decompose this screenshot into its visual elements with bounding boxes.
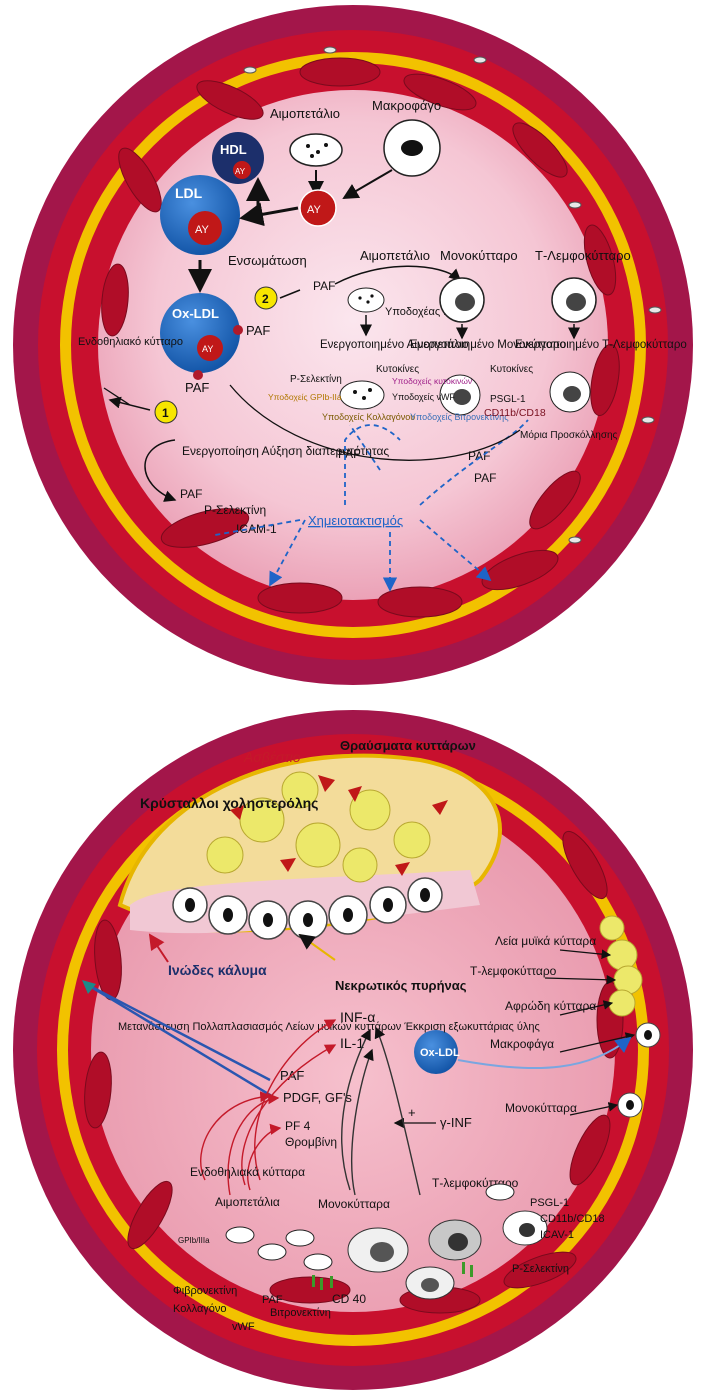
macrophage-label: Μακροφάγο <box>372 98 441 113</box>
cytokines-label: Κυτοκίνες <box>376 363 419 375</box>
vwf-label: vWF <box>232 1321 255 1333</box>
icam1-bottom-label: ICAV-1 <box>540 1229 574 1241</box>
gpib-receptors-label: Υποδοχείς GPIb-IIa <box>268 392 342 402</box>
chemotaxis-label: Χημειοτακτισμός <box>308 513 403 528</box>
cell-debris-label: Θραύσματα κυττάρων <box>340 738 476 753</box>
ldl-ay-label: ΑΥ <box>195 224 210 236</box>
monocyte-cell <box>440 278 484 322</box>
gamma-inf-label: γ-INF <box>440 1115 472 1130</box>
hdl-label: HDL <box>220 142 247 157</box>
fibronectin-label: Φιβρονεκτίνη <box>173 1285 237 1297</box>
cd11b-bottom-label: CD11b/CD18 <box>540 1213 605 1225</box>
gpib-label: GPIb/IIIa <box>178 1236 210 1245</box>
inf-a-label: INF-α <box>340 1009 375 1025</box>
monocytes2-label: Μονοκύτταρα <box>318 1197 390 1211</box>
adhesion-label: Μόρια Προσκόλλησης <box>520 429 618 441</box>
hdl-ay-label: ΑΥ <box>235 167 246 176</box>
oxldl-ay-label: ΑΥ <box>202 344 213 354</box>
paf-label-mid: PAF <box>313 279 335 293</box>
p-selectin2-label: P-Σελεκτίνη <box>204 503 266 517</box>
incorporation-label: Ενσωμάτωση <box>228 253 307 268</box>
paf-label-oxldl-bottom: PAF <box>185 380 209 395</box>
marker-1-text: 1 <box>162 406 169 420</box>
paf-label-monocyte: PAF <box>468 449 490 463</box>
cytokines2-label: Κυτοκίνες <box>490 363 533 375</box>
cd11b-label: CD11b/CD18 <box>484 407 546 419</box>
ldl-label: LDL <box>175 185 203 201</box>
cytokine-receptors-label: Υποδοχείς κυτοκινών <box>392 376 472 386</box>
ox-ldl-bottom-label: Ox-LDL <box>420 1047 460 1059</box>
marker-2: 2 <box>255 287 277 309</box>
pf4-label: PF 4 <box>285 1119 311 1133</box>
marker-2-text: 2 <box>262 292 269 306</box>
paf-label-monocyte2: PAF <box>474 471 496 485</box>
ox-ldl-label: Ox-LDL <box>172 306 219 321</box>
monocytes-label: Μονοκύτταρα <box>505 1101 577 1115</box>
bottom-vessel-diagram: Ασβέστιο Θραύσματα κυττάρων Κρύσταλλοι χ… <box>13 710 693 1390</box>
paf2-label: PAF <box>262 1294 283 1306</box>
icam1-label: ICAM-1 <box>236 522 277 536</box>
collagen-receptors-label: Υποδοχείς Κολλαγόνου <box>322 412 415 422</box>
smooth-muscle-label: Λεία μυϊκά κύτταρα <box>495 934 596 948</box>
p-selectin-bottom-label: P-Σελεκτίνη <box>512 1263 569 1275</box>
vwf-receptors-label: Υποδοχείς vWF <box>392 392 455 402</box>
marker-1: 1 <box>155 401 177 423</box>
hdl-particle: HDL ΑΥ <box>212 132 264 184</box>
endothelial-bottom-label: Ενδοθηλιακά κύτταρα <box>190 1165 305 1179</box>
ay-label: ΑΥ <box>307 204 322 216</box>
cd40-label: CD 40 <box>332 1292 366 1306</box>
p-selectin-label: P-Σελεκτίνη <box>290 373 342 385</box>
platelet2-label: Αιμοπετάλιο <box>360 248 430 263</box>
t-lymph-label: Τ-Λεμφοκύτταρο <box>535 248 631 263</box>
activated-platelet <box>340 381 384 409</box>
psgl1-label: PSGL-1 <box>490 394 526 405</box>
t-lymph-cell <box>552 278 596 322</box>
fibrous-cap-label: Ινώδες κάλυμα <box>168 962 267 978</box>
foam-cells-label: Αφρώδη κύτταρα <box>505 999 596 1013</box>
chol-crystals-label: Κρύσταλλοι χοληστερόλης <box>140 795 318 811</box>
platelet-mid <box>348 288 384 312</box>
paf-bottom-label: PAF <box>280 1068 304 1083</box>
paf-label-wall: PAF <box>180 487 202 501</box>
vitronectin-label: Βιτρονεκτίνη <box>270 1307 331 1319</box>
t-lymph-label-right: Τ-λεμφοκύτταρο <box>470 964 557 978</box>
ldl-particle: LDL ΑΥ <box>160 175 240 255</box>
monocyte-label: Μονοκύτταρο <box>440 248 518 263</box>
ay-source: ΑΥ <box>300 190 336 226</box>
endothelial-cell-label: Ενδοθηλιακό κύτταρο <box>78 336 183 348</box>
platelets-label: Αιμοπετάλια <box>215 1195 280 1209</box>
collagen-label: Κολλαγόνο <box>173 1303 227 1315</box>
top-vessel-diagram: Αιμοπετάλιο Μακροφάγο ΑΥ HDL ΑΥ LDL ΑΥ <box>13 5 693 685</box>
plus-label: + <box>408 1105 416 1120</box>
endothelial-bottom-text: Ενδοθηλιακά κύτταρα <box>190 1165 305 1179</box>
paf-label-oxldl: PAF <box>246 323 270 338</box>
activated-tlymph <box>550 372 590 412</box>
pdgf-label: PDGF, GF's <box>283 1090 352 1105</box>
act-tlymph-label: Ενεργοποιημένο Τ-Λεμφοκύτταρο <box>515 339 687 351</box>
thrombin-label: Θρομβίνη <box>285 1135 337 1149</box>
psgl1-bottom-label: PSGL-1 <box>530 1197 569 1209</box>
endothelial-cell-text: Ενδοθηλιακό κύτταρο <box>78 336 183 348</box>
necrotic-core-label: Νεκρωτικός πυρήνας <box>335 978 467 993</box>
calcium-label: Ασβέστιο <box>243 749 301 765</box>
macrophages-label: Μακροφάγα <box>490 1037 554 1051</box>
platelet-label: Αιμοπετάλιο <box>270 106 340 121</box>
